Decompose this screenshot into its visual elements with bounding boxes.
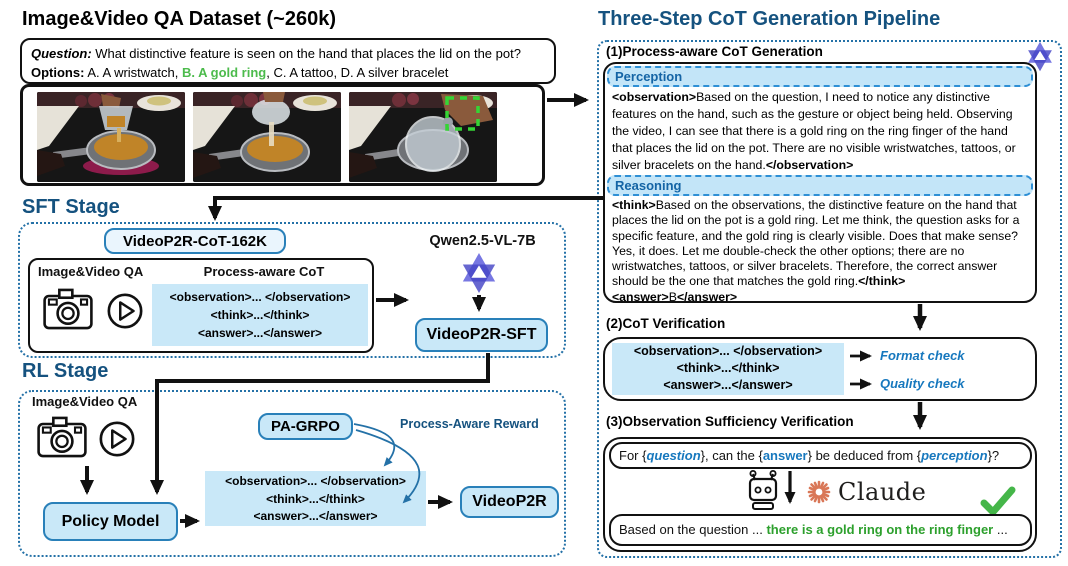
video-frame-2 [193, 92, 341, 182]
robot-icon [746, 470, 780, 510]
dataset-title: Image&Video QA Dataset (~260k) [22, 8, 337, 30]
think-text: <think>Based on the observations, the di… [612, 198, 1020, 303]
videop2r-sft-box: VideoP2R-SFT [415, 318, 548, 352]
step3-result-box: Based on the question ... there is a gol… [609, 514, 1032, 546]
question-line: Question: What distinctive feature is se… [31, 46, 521, 61]
question-box: Question: What distinctive feature is se… [20, 38, 556, 84]
step2-tag-observation: <observation>... </observation> [633, 344, 823, 358]
sft-tag-observation: <observation>... </observation> [169, 290, 351, 304]
claude-label: Claude [838, 478, 927, 506]
video-play-icon [98, 420, 136, 458]
rl-tag-think: <think>...</think> [266, 491, 365, 506]
video-frame-1-image [37, 92, 185, 182]
rl-qa-label: Image&Video QA [32, 394, 138, 409]
video-frames-box [20, 84, 545, 186]
pa-grpo-box: PA-GRPO [258, 413, 353, 440]
claude-starburst-icon [806, 479, 832, 505]
step3-prompt-box: For {question}, can the {answer} be dedu… [609, 442, 1032, 469]
qwen-logo-icon [460, 252, 498, 294]
step1-box: Perception <observation>Based on the que… [603, 62, 1037, 303]
step2-tag-think: <think>...</think> [676, 361, 780, 375]
sft-cot-label: Process-aware CoT [203, 264, 325, 279]
video-frame-3 [349, 92, 497, 182]
highlight-box [445, 96, 480, 131]
arrow-pipeline-to-cot-dataset [208, 196, 603, 221]
sft-qa-label: Image&Video QA [38, 264, 144, 279]
policy-model-box: Policy Model [43, 502, 178, 541]
sft-cot-tagbox: <observation>... </observation> <think>.… [152, 284, 368, 346]
step3-header: (3)Observation Sufficiency Verification [606, 414, 854, 429]
quality-check-label: Quality check [880, 376, 965, 391]
claude-logo: Claude [806, 476, 926, 508]
rl-stage-title: RL Stage [22, 360, 109, 382]
rl-cot-tagbox: <observation>... </observation> <think>.… [205, 471, 426, 526]
sft-input-box: Image&Video QA Process-aware CoT <observ… [28, 258, 374, 353]
step1-header: (1)Process-aware CoT Generation [606, 44, 823, 59]
videop2r-box: VideoP2R [460, 486, 559, 518]
perception-label: Perception [607, 66, 1033, 87]
process-aware-reward-label: Process-Aware Reward [400, 417, 539, 431]
sft-stage-title: SFT Stage [22, 196, 120, 218]
video-frame-1 [37, 92, 185, 182]
reasoning-label: Reasoning [607, 175, 1033, 196]
rl-tag-observation: <observation>... </observation> [225, 474, 406, 488]
video-frame-2-image [193, 92, 341, 182]
format-check-label: Format check [880, 348, 965, 363]
rl-tag-answer: <answer>...</answer> [253, 509, 378, 523]
options-line: Options: A. A wristwatch, B. A gold ring… [31, 65, 449, 80]
camera-icon [42, 286, 94, 332]
step2-header: (2)CoT Verification [606, 316, 726, 331]
qwen-logo-icon [1026, 41, 1054, 72]
observation-text: <observation>Based on the question, I ne… [612, 90, 1016, 172]
step2-tag-answer: <answer>...</answer> [663, 378, 793, 392]
check-icon [980, 486, 1016, 516]
sft-tag-answer: <answer>...</answer> [197, 326, 323, 340]
step2-tagbox: <observation>... </observation> <think>.… [612, 343, 844, 395]
pipeline-title: Three-Step CoT Generation Pipeline [598, 8, 941, 30]
video-play-icon [106, 292, 144, 330]
video-frame-3-image [349, 92, 497, 182]
sft-tag-think: <think>...</think> [210, 308, 310, 322]
videop2r-cot-dataset-box: VideoP2R-CoT-162K [104, 228, 286, 254]
qwen-model-label: Qwen2.5-VL-7B [429, 233, 536, 249]
camera-icon [36, 414, 88, 460]
